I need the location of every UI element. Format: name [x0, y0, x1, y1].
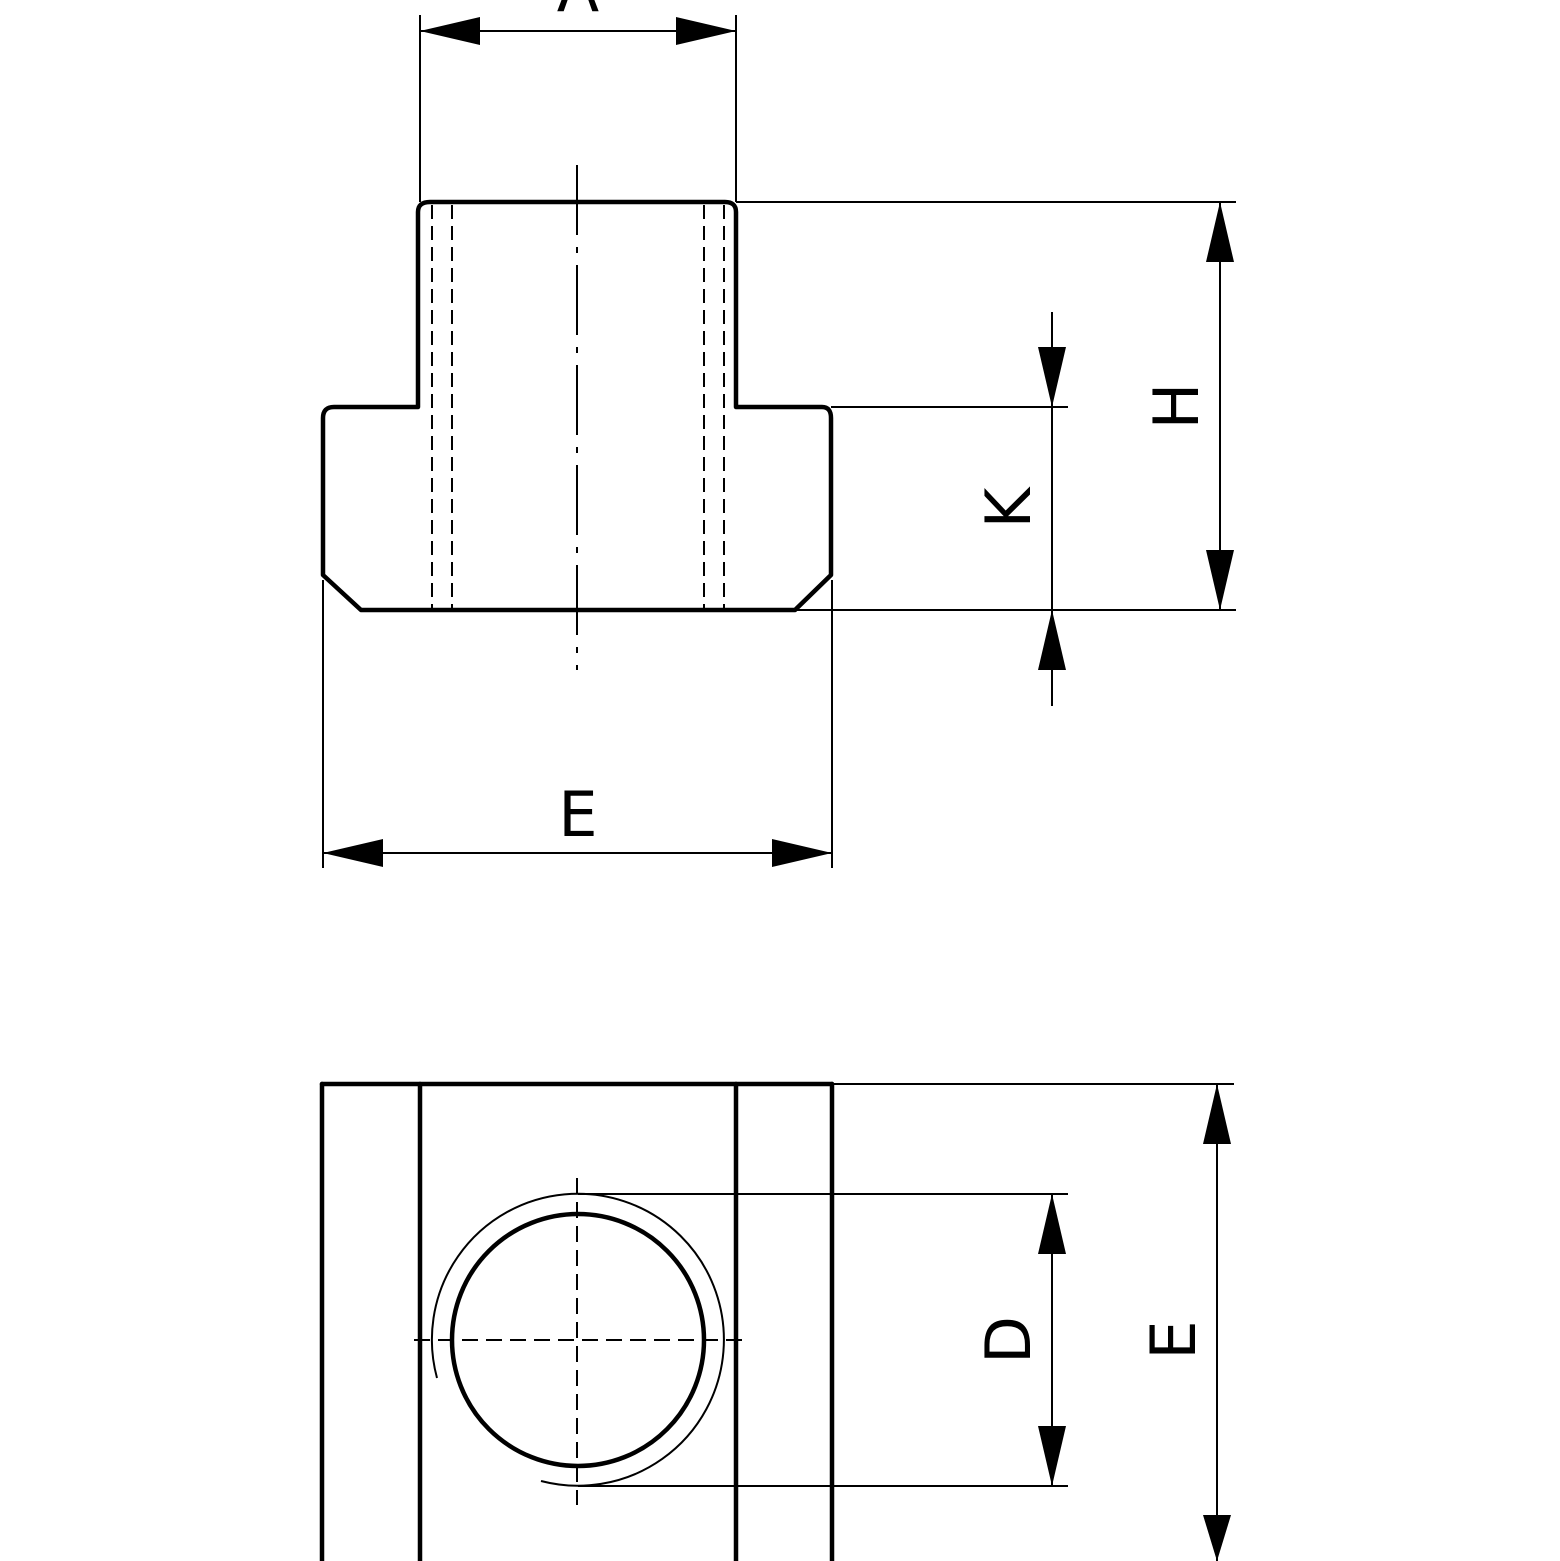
dimension-a: A	[419, 0, 737, 202]
dimension-d-label: D	[972, 1316, 1045, 1364]
dimension-e-top-arrow-top	[1203, 1084, 1231, 1144]
dimension-e-top-arrow-bottom	[1203, 1515, 1231, 1561]
dimension-k-label: K	[972, 486, 1045, 528]
dimension-h-arrow-bottom	[1206, 550, 1234, 610]
dimension-e-front-arrow-left	[323, 839, 383, 867]
top-view	[319, 1081, 835, 1561]
dimension-d-arrow-top	[1038, 1194, 1066, 1254]
dimension-a-label: A	[557, 0, 599, 26]
dimension-h-arrow-top	[1206, 202, 1234, 262]
dimension-e-front-arrow-right	[772, 839, 832, 867]
dimension-h: H	[736, 201, 1236, 611]
dimension-e-front-label: E	[558, 778, 597, 851]
dimension-k: K	[831, 312, 1068, 706]
dimension-d: D	[578, 1193, 1068, 1487]
thread-arc	[430, 1192, 725, 1487]
dimension-a-arrow-right	[676, 17, 736, 45]
dimension-a-arrow-left	[420, 17, 480, 45]
dimension-e-front: E	[322, 580, 833, 868]
dimension-d-arrow-bottom	[1038, 1426, 1066, 1486]
dimension-e-top: E	[832, 1083, 1234, 1561]
dimension-k-arrow-top	[1038, 347, 1066, 407]
dimension-e-top-label: E	[1137, 1320, 1210, 1359]
dimension-h-label: H	[1140, 383, 1213, 430]
front-view-outline	[320, 199, 834, 613]
dimension-k-arrow-bottom	[1038, 610, 1066, 670]
front-view	[320, 165, 834, 670]
